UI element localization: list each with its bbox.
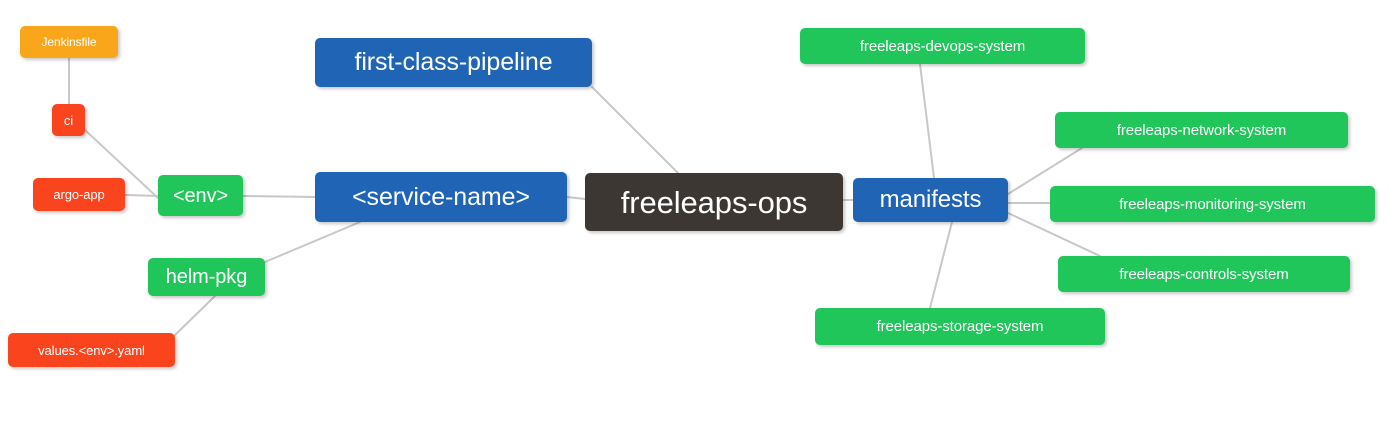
edge-argo-app-to-env xyxy=(124,194,159,197)
edge-values-yaml-to-helm-pkg xyxy=(174,295,216,336)
edge-manifests-to-devops-system xyxy=(919,63,935,179)
node-controls-system[interactable]: freeleaps-controls-system xyxy=(1058,256,1350,292)
node-label: freeleaps-ops xyxy=(620,184,808,220)
node-label: ci xyxy=(63,112,74,128)
node-service-name[interactable]: <service-name> xyxy=(315,172,567,222)
node-values-yaml[interactable]: values.<env>.yaml xyxy=(8,333,175,367)
node-label: <service-name> xyxy=(352,182,530,211)
node-label: freeleaps-controls-system xyxy=(1119,265,1289,283)
node-pipeline[interactable]: first-class-pipeline xyxy=(315,38,592,87)
node-label: helm-pkg xyxy=(165,266,248,288)
node-helm-pkg[interactable]: helm-pkg xyxy=(148,258,265,296)
node-manifests[interactable]: manifests xyxy=(853,178,1008,222)
node-monitoring-system[interactable]: freeleaps-monitoring-system xyxy=(1050,186,1375,222)
node-label: first-class-pipeline xyxy=(354,48,553,76)
node-label: freeleaps-monitoring-system xyxy=(1119,195,1306,213)
node-label: freeleaps-devops-system xyxy=(859,37,1026,55)
node-argo-app[interactable]: argo-app xyxy=(33,178,125,211)
node-label: freeleaps-network-system xyxy=(1116,121,1287,139)
node-label: Jenkinsfile xyxy=(41,35,97,49)
node-storage-system[interactable]: freeleaps-storage-system xyxy=(815,308,1105,345)
node-devops-system[interactable]: freeleaps-devops-system xyxy=(800,28,1085,64)
node-network-system[interactable]: freeleaps-network-system xyxy=(1055,112,1348,148)
node-jenkinsfile[interactable]: Jenkinsfile xyxy=(20,26,118,58)
node-label: <env> xyxy=(172,184,229,207)
edge-env-to-service-name xyxy=(242,195,316,198)
edge-pipeline-to-freeleaps-ops xyxy=(591,86,679,174)
node-label: argo-app xyxy=(53,187,105,202)
edge-helm-pkg-to-service-name xyxy=(264,221,361,263)
node-env[interactable]: <env> xyxy=(158,175,243,216)
node-label: freeleaps-storage-system xyxy=(876,318,1044,335)
node-label: manifests xyxy=(879,186,982,213)
edge-service-name-to-freeleaps-ops xyxy=(566,196,586,200)
node-ci[interactable]: ci xyxy=(52,104,85,136)
node-freeleaps-ops[interactable]: freeleaps-ops xyxy=(585,173,843,231)
edge-manifests-to-storage-system xyxy=(929,221,953,309)
node-label: values.<env>.yaml xyxy=(38,342,145,358)
